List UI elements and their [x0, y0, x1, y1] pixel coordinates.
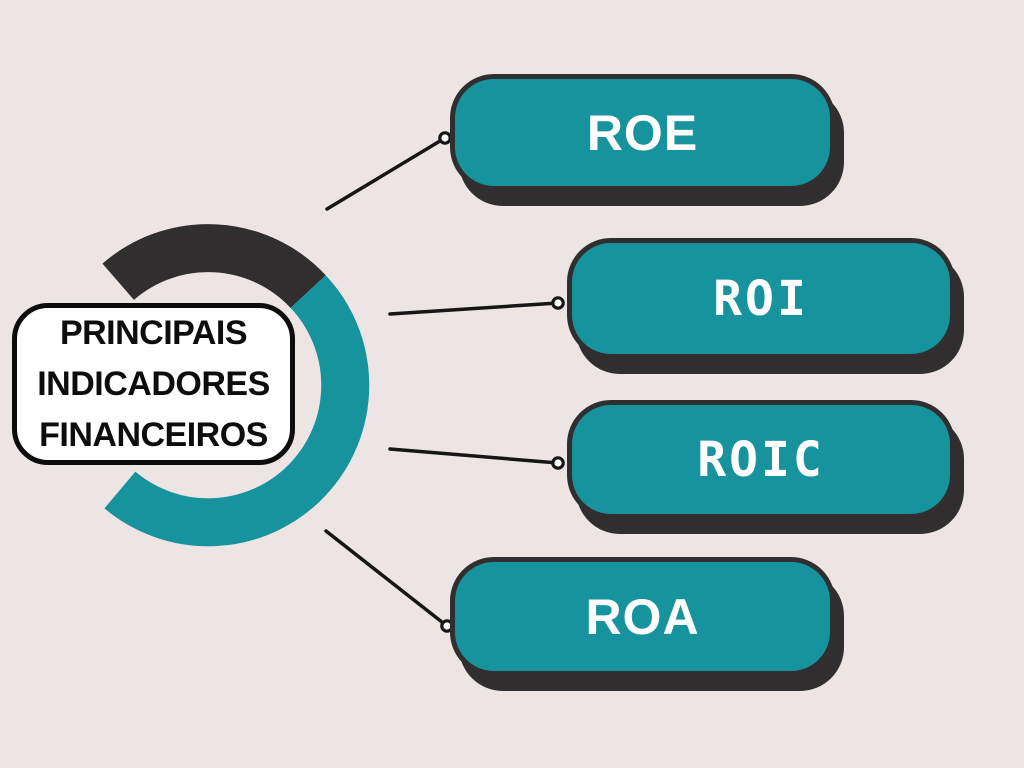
node-roic-label: ROIC: [697, 431, 825, 488]
node-roic: ROIC: [567, 400, 955, 519]
connector-roic: [388, 447, 560, 465]
donut-arc-dark: [102, 224, 326, 309]
node-roa: ROA: [450, 557, 835, 676]
node-roe-label: ROE: [586, 104, 699, 161]
node-roi-label: ROI: [713, 270, 809, 327]
endpoint-circle-roic: [551, 456, 565, 470]
connector-roa: [324, 529, 449, 628]
node-roi: ROI: [567, 238, 955, 359]
center-label-line-1: PRINCIPAIS: [59, 313, 248, 352]
endpoint-circle-roe: [438, 131, 452, 145]
center-label-line-2: INDICADORES: [37, 364, 270, 403]
connector-roi: [388, 301, 560, 316]
center-label-box: PRINCIPAIS INDICADORES FINANCEIROS: [12, 303, 295, 465]
node-roe: ROE: [450, 74, 835, 191]
connector-roe: [325, 136, 447, 211]
node-roa-label: ROA: [585, 588, 700, 645]
endpoint-circle-roi: [551, 296, 565, 310]
donut-arc-teal: [104, 275, 370, 547]
center-label-line-3: FINANCEIROS: [39, 415, 268, 454]
